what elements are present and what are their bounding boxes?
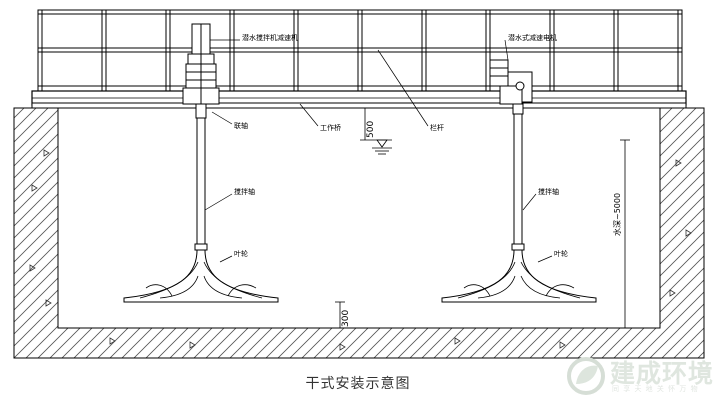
guardrail xyxy=(37,9,683,92)
label-left-shaft: 搅拌轴 xyxy=(234,187,255,196)
label-right-impeller: 叶轮 xyxy=(554,249,568,258)
watermark-logo: 建成环境 同 享 天 地 关 怀 万 物 xyxy=(566,352,715,400)
logo-slogan: 同 享 天 地 关 怀 万 物 xyxy=(612,385,699,393)
label-right-shaft: 搅拌轴 xyxy=(538,187,559,196)
leader-lines xyxy=(204,39,553,263)
component-labels: 潜水搅拌机减速机 潜水式减速电机 联轴 工作桥 栏杆 搅拌轴 搅拌轴 叶轮 叶轮… xyxy=(234,33,622,327)
right-drive-unit xyxy=(489,59,533,105)
label-walkway: 工作桥 xyxy=(320,123,341,132)
figure-caption: 干式安装示意图 xyxy=(305,376,411,392)
right-mixer xyxy=(441,103,597,303)
label-guardrail: 栏杆 xyxy=(430,123,444,132)
leaf-logo-icon xyxy=(567,357,605,395)
dimensions xyxy=(335,107,630,329)
water-level-symbol xyxy=(372,139,392,155)
left-mixer xyxy=(123,103,279,303)
tank-walls xyxy=(13,107,705,359)
left-drive-unit xyxy=(182,23,220,105)
dim-depth: 水深~5000 xyxy=(612,193,622,236)
dim-bottom-gap: 300 xyxy=(341,310,351,327)
label-left-motor: 潜水搅拌机减速机 xyxy=(242,33,298,42)
label-coupling: 联轴 xyxy=(234,121,248,130)
label-left-impeller: 叶轮 xyxy=(234,249,248,258)
dim-top-gap: 500 xyxy=(366,121,376,138)
walkway-beam xyxy=(31,90,687,109)
label-right-motor: 潜水式减速电机 xyxy=(508,33,557,42)
logo-name: 建成环境 xyxy=(610,359,715,388)
